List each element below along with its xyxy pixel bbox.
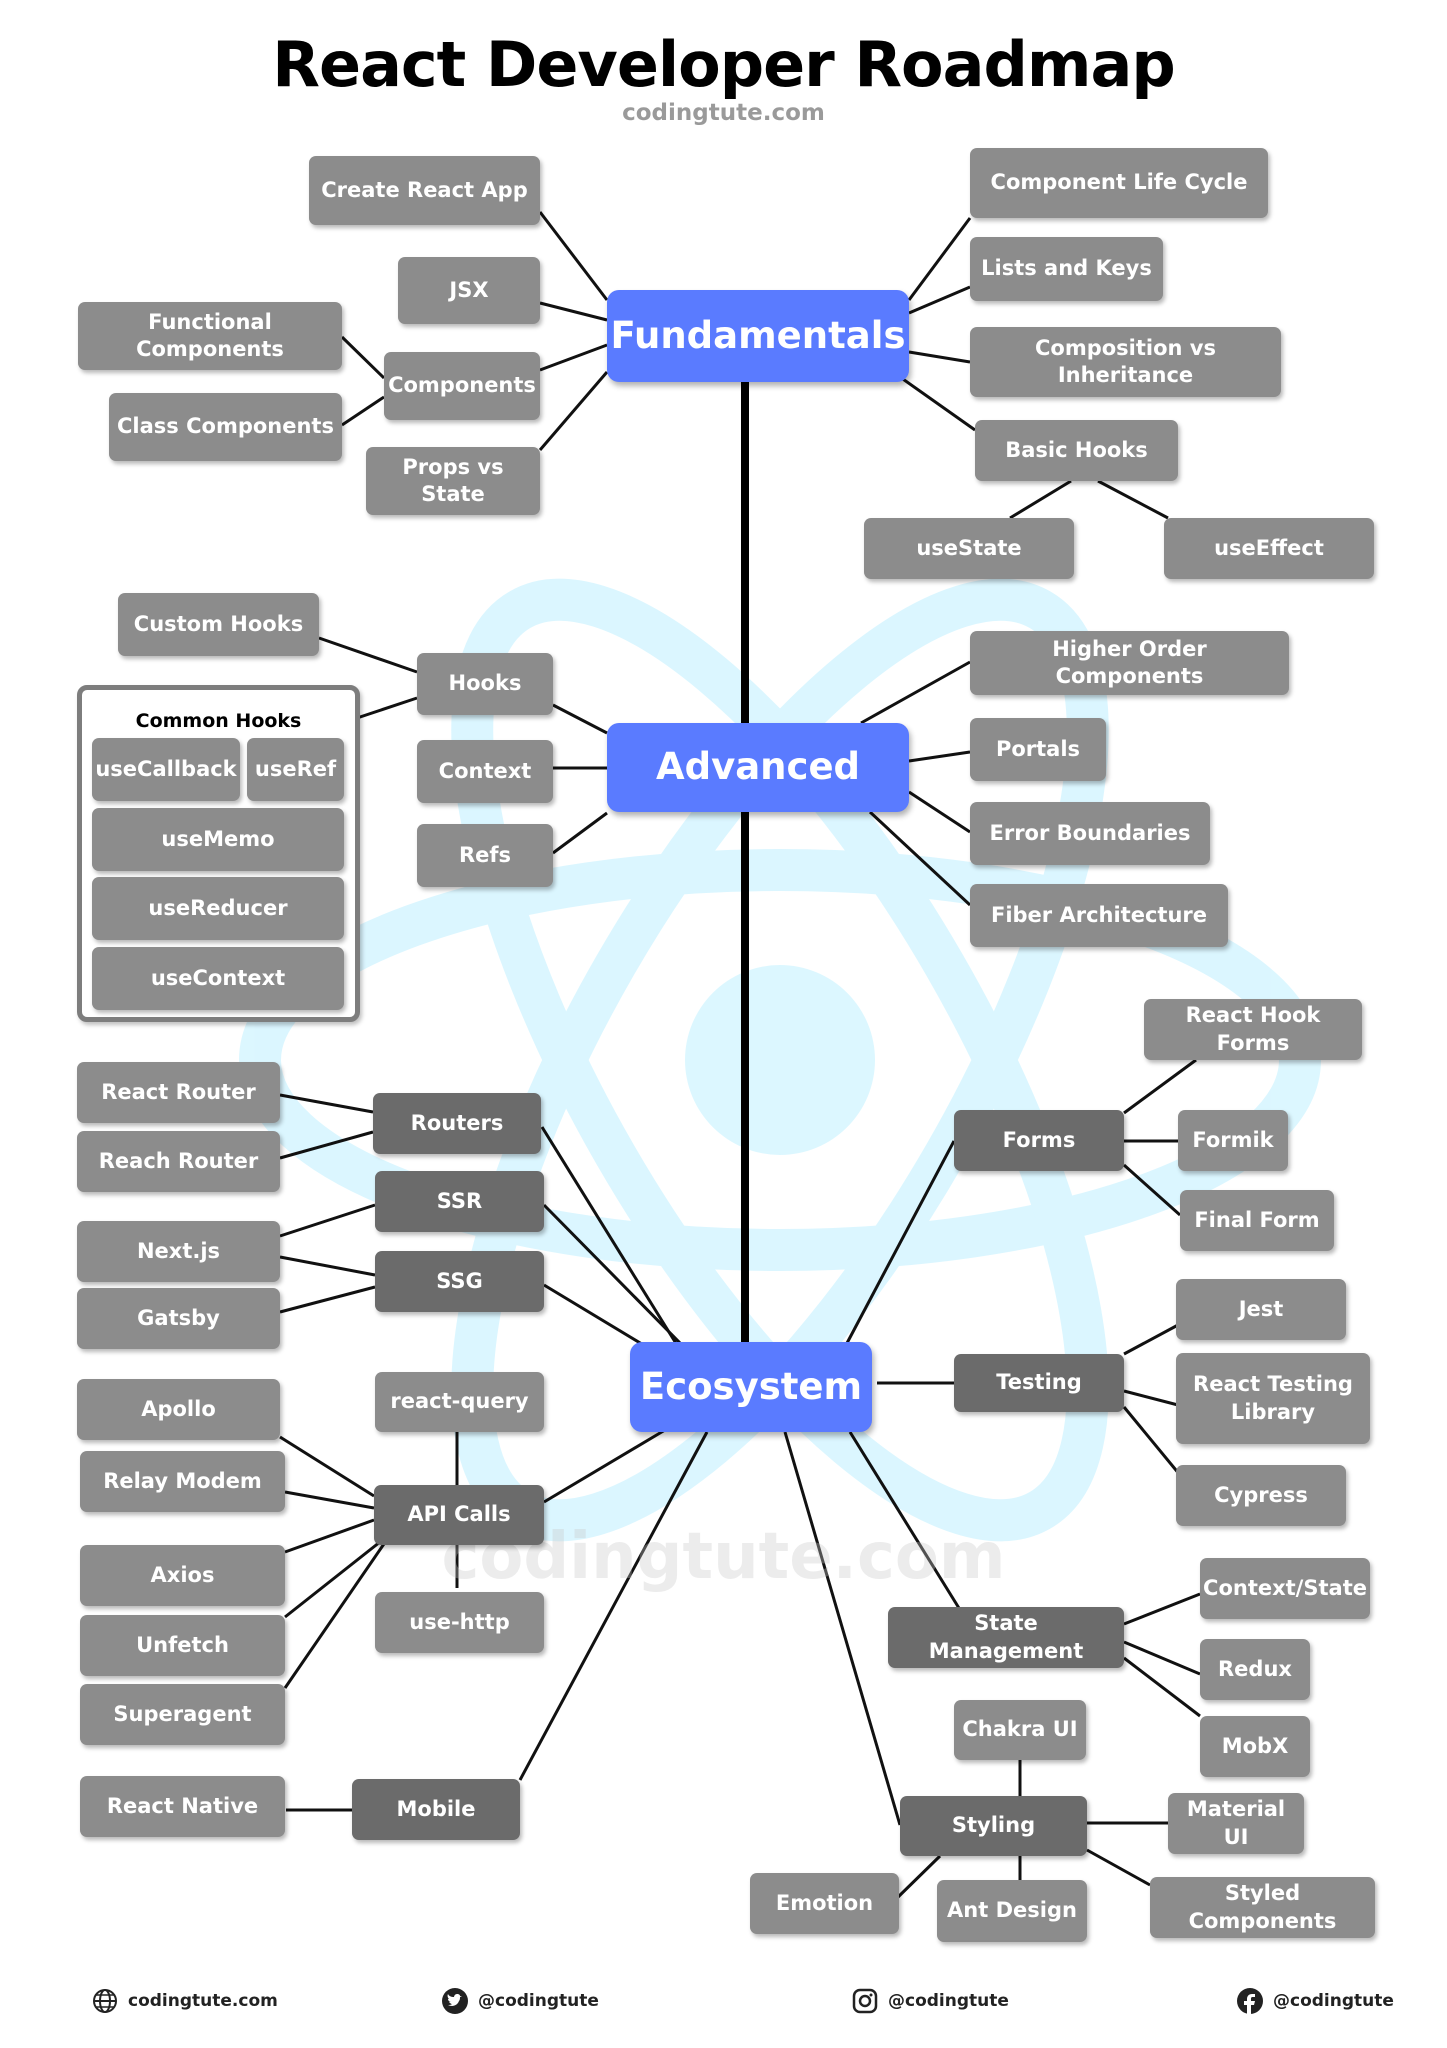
node-context[interactable]: Context	[417, 740, 553, 803]
node-portals[interactable]: Portals	[970, 718, 1106, 781]
node-jest[interactable]: Jest	[1176, 1279, 1346, 1340]
node-material-ui[interactable]: Material UI	[1168, 1793, 1304, 1854]
node-create-react-app[interactable]: Create React App	[309, 156, 540, 225]
node-emotion[interactable]: Emotion	[750, 1873, 899, 1934]
node-relay-modem[interactable]: Relay Modem	[80, 1451, 285, 1512]
node-lists-and-keys[interactable]: Lists and Keys	[970, 237, 1163, 301]
node-ant-design[interactable]: Ant Design	[937, 1880, 1087, 1942]
node-styling[interactable]: Styling	[900, 1796, 1087, 1856]
node-higher-order-components[interactable]: Higher Order Components	[970, 631, 1289, 695]
node-apollo[interactable]: Apollo	[77, 1379, 280, 1440]
node-functional-components[interactable]: Functional Components	[78, 302, 342, 370]
node-usereducer[interactable]: useReducer	[92, 877, 344, 940]
footer-website[interactable]: codingtute.com	[92, 1988, 278, 2014]
node-props-vs-state[interactable]: Props vs State	[366, 447, 540, 515]
twitter-icon	[442, 1988, 468, 2014]
facebook-icon	[1237, 1988, 1263, 2014]
node-usestate[interactable]: useState	[864, 518, 1074, 579]
footer-facebook[interactable]: @codingtute	[1237, 1988, 1394, 2014]
node-useref[interactable]: useRef	[247, 738, 344, 801]
node-superagent[interactable]: Superagent	[80, 1684, 285, 1745]
footer-instagram-text: @codingtute	[888, 1991, 1009, 2011]
node-hooks[interactable]: Hooks	[417, 653, 553, 715]
node-context-state[interactable]: Context/State	[1200, 1558, 1370, 1619]
node-state-management[interactable]: State Management	[888, 1607, 1124, 1668]
node-components[interactable]: Components	[384, 352, 540, 420]
node-mobile[interactable]: Mobile	[352, 1779, 520, 1840]
react-logo-watermark	[239, 578, 1321, 1542]
page-title: React Developer Roadmap	[272, 28, 1175, 101]
footer-website-text: codingtute.com	[128, 1991, 278, 2011]
node-usecallback[interactable]: useCallback	[92, 738, 240, 801]
node-ecosystem[interactable]: Ecosystem	[630, 1342, 872, 1432]
node-routers[interactable]: Routers	[373, 1093, 541, 1154]
node-refs[interactable]: Refs	[417, 824, 553, 887]
page-subtitle: codingtute.com	[622, 100, 825, 126]
react-logo-core	[685, 965, 875, 1155]
node-final-form[interactable]: Final Form	[1180, 1190, 1334, 1251]
node-useeffect[interactable]: useEffect	[1164, 518, 1374, 579]
node-fundamentals[interactable]: Fundamentals	[607, 290, 909, 382]
node-error-boundaries[interactable]: Error Boundaries	[970, 802, 1210, 865]
node-axios[interactable]: Axios	[80, 1545, 285, 1606]
node-unfetch[interactable]: Unfetch	[80, 1615, 285, 1676]
footer-facebook-text: @codingtute	[1273, 1991, 1394, 2011]
footer-twitter[interactable]: @codingtute	[442, 1988, 599, 2014]
node-jsx[interactable]: JSX	[398, 257, 540, 324]
node-ssg[interactable]: SSG	[375, 1251, 544, 1312]
node-chakra-ui[interactable]: Chakra UI	[954, 1700, 1086, 1760]
node-mobx[interactable]: MobX	[1200, 1716, 1310, 1777]
footer-instagram[interactable]: @codingtute	[852, 1988, 1009, 2014]
node-class-components[interactable]: Class Components	[109, 393, 342, 461]
footer-twitter-text: @codingtute	[478, 1991, 599, 2011]
node-usememo[interactable]: useMemo	[92, 808, 344, 871]
node-custom-hooks[interactable]: Custom Hooks	[118, 593, 319, 656]
node-gatsby[interactable]: Gatsby	[77, 1288, 280, 1349]
node-react-testing-library[interactable]: React Testing Library	[1176, 1353, 1370, 1444]
node-styled-components[interactable]: Styled Components	[1150, 1877, 1375, 1938]
node-react-query[interactable]: react-query	[375, 1372, 544, 1432]
common-hooks-title: Common Hooks	[135, 710, 302, 732]
node-react-native[interactable]: React Native	[80, 1776, 285, 1837]
node-cypress[interactable]: Cypress	[1176, 1465, 1346, 1526]
node-forms[interactable]: Forms	[954, 1110, 1124, 1171]
node-reach-router[interactable]: Reach Router	[77, 1131, 280, 1192]
node-use-http[interactable]: use-http	[375, 1592, 544, 1653]
instagram-icon	[852, 1988, 878, 2014]
node-basic-hooks[interactable]: Basic Hooks	[975, 420, 1178, 481]
node-advanced[interactable]: Advanced	[607, 723, 909, 812]
node-react-router[interactable]: React Router	[77, 1062, 280, 1123]
node-usecontext[interactable]: useContext	[92, 947, 344, 1010]
node-redux[interactable]: Redux	[1200, 1639, 1310, 1700]
node-nextjs[interactable]: Next.js	[77, 1221, 280, 1282]
node-formik[interactable]: Formik	[1178, 1110, 1288, 1171]
node-ssr[interactable]: SSR	[375, 1171, 544, 1232]
globe-icon	[92, 1988, 118, 2014]
node-fiber-architecture[interactable]: Fiber Architecture	[970, 884, 1228, 947]
node-testing[interactable]: Testing	[954, 1354, 1124, 1412]
node-composition-vs-inheritance[interactable]: Composition vs Inheritance	[970, 327, 1281, 397]
node-react-hook-forms[interactable]: React Hook Forms	[1144, 999, 1362, 1060]
node-api-calls[interactable]: API Calls	[374, 1485, 544, 1545]
node-component-life-cycle[interactable]: Component Life Cycle	[970, 148, 1268, 218]
